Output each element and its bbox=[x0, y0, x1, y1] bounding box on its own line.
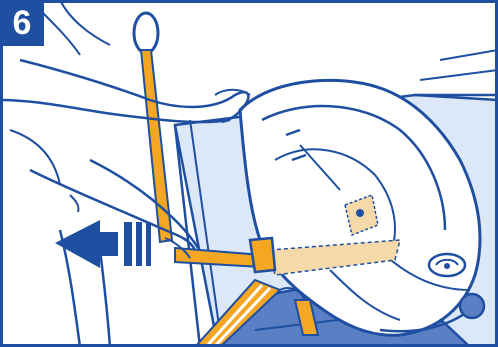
vehicle-shoulder-belt bbox=[134, 13, 172, 242]
step-number-badge: 6 bbox=[0, 0, 44, 46]
belt-latch-icon bbox=[429, 254, 465, 276]
left-arrow-icon bbox=[55, 220, 151, 268]
belt-clip bbox=[250, 238, 275, 272]
base-knob bbox=[460, 294, 484, 318]
